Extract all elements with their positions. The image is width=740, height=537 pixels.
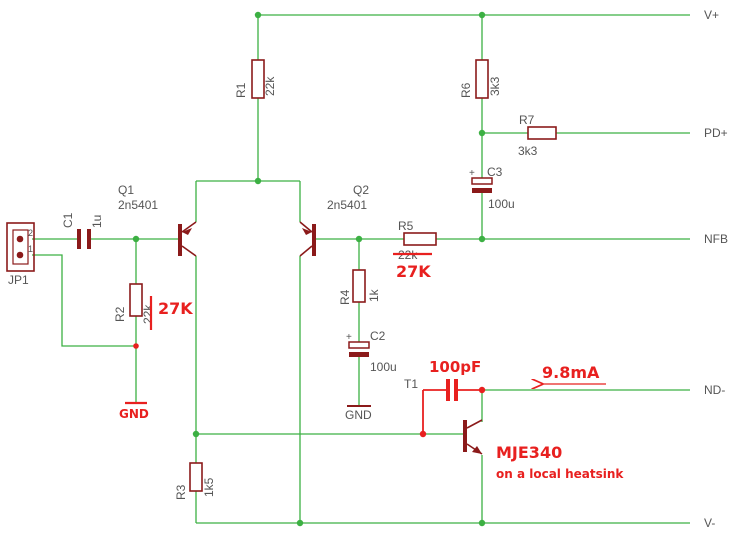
q1-ref: Q1 — [118, 183, 134, 197]
r7-ref: R7 — [519, 113, 535, 127]
added-capacitor: 100pF — [419, 358, 486, 438]
q2-ref: Q2 — [353, 183, 369, 197]
wires — [32, 14, 690, 524]
r6-resistor: R6 3k3 — [459, 59, 502, 99]
r6-ref: R6 — [459, 82, 473, 98]
q2-value: 2n5401 — [327, 198, 367, 212]
r1-ref: R1 — [234, 82, 248, 98]
jp1-ref: JP1 — [8, 273, 29, 287]
current-arrow: 9.8mA — [542, 363, 606, 384]
c2-ref: C2 — [370, 329, 386, 343]
svg-text:+: + — [469, 168, 475, 179]
c2-capacitor: + C2 100u — [346, 329, 397, 374]
junctions — [132, 11, 486, 527]
net-nfb: NFB — [704, 232, 728, 246]
r2-override-label: 27K — [158, 299, 193, 318]
r1-resistor: R1 22k — [234, 59, 277, 99]
r2-resistor: R2 22k — [113, 283, 155, 330]
c1-value: 1u — [90, 215, 104, 228]
net-labels: V+ PD+ NFB ND- V- — [704, 8, 728, 530]
t1-transistor: T1 — [404, 377, 483, 455]
current-label: 9.8mA — [542, 363, 600, 382]
gnd-main-label: GND — [119, 407, 149, 421]
r6-value: 3k3 — [488, 76, 502, 96]
q1-transistor: Q1 2n5401 — [118, 183, 197, 257]
jp1-pin1: 1 — [28, 244, 33, 254]
jp1-pin2: 2 — [28, 228, 33, 238]
r4-value: 1k — [367, 288, 381, 302]
heatsink-note: on a local heatsink — [496, 467, 624, 481]
r2-ref: R2 — [113, 306, 127, 322]
transistor-label: MJE340 — [496, 443, 562, 462]
net-vplus: V+ — [704, 8, 719, 22]
c3-capacitor: + C3 100u — [469, 165, 515, 211]
gnd-c2-label: GND — [345, 408, 372, 422]
r5-resistor: R5 22k — [393, 219, 437, 262]
svg-text:+: + — [346, 332, 352, 343]
gnd-symbol-c2: GND — [345, 405, 372, 422]
cap-added-label: 100pF — [429, 358, 481, 376]
r3-ref: R3 — [174, 484, 188, 500]
c2-value: 100u — [370, 360, 397, 374]
c1-capacitor: C1 1u — [61, 212, 104, 249]
net-vminus: V- — [704, 516, 715, 530]
r5-override-label: 27K — [396, 262, 431, 281]
r5-ref: R5 — [398, 219, 414, 233]
jp1-connector: 2 1 JP1 — [6, 222, 35, 287]
r7-value: 3k3 — [518, 144, 538, 158]
r2-value: 22k — [141, 304, 155, 324]
net-pdplus: PD+ — [704, 126, 728, 140]
r4-ref: R4 — [338, 289, 352, 305]
t1-ref: T1 — [404, 377, 418, 391]
q2-transistor: Q2 2n5401 — [299, 183, 369, 257]
gnd-symbol-main: GND — [119, 343, 149, 421]
q1-value: 2n5401 — [118, 198, 158, 212]
r3-value: 1k5 — [202, 477, 216, 497]
r3-resistor: R3 1k5 — [174, 462, 216, 500]
r1-value: 22k — [263, 76, 277, 96]
c1-ref: C1 — [61, 212, 75, 228]
r4-resistor: R4 1k — [338, 269, 381, 305]
net-ndminus: ND- — [704, 383, 725, 397]
c3-ref: C3 — [487, 165, 503, 179]
r7-resistor: R7 3k3 — [518, 113, 557, 158]
c3-value: 100u — [488, 197, 515, 211]
